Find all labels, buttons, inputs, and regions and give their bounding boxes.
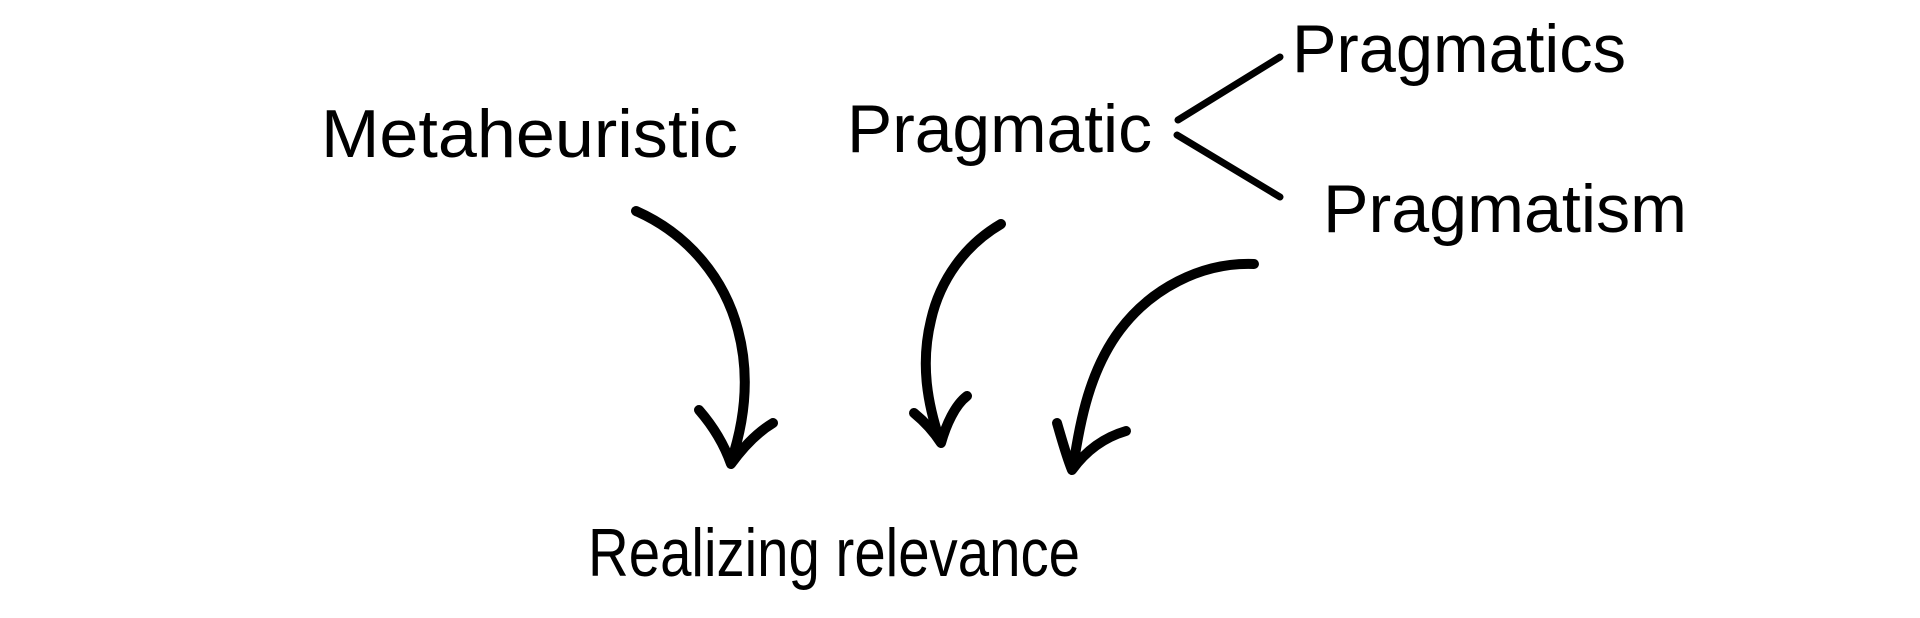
node-realizing-relevance: Realizing relevance bbox=[588, 515, 1080, 591]
branch-line-to-pragmatism bbox=[1173, 131, 1284, 201]
arrowhead-icon bbox=[694, 405, 778, 469]
arrowhead-icon bbox=[909, 391, 972, 448]
arrowhead-icon bbox=[1052, 418, 1131, 475]
arrow-metaheuristic-to-realizing-relevance bbox=[631, 206, 778, 469]
arrow-shaft bbox=[631, 206, 750, 467]
branch-line-to-pragmatics bbox=[1174, 53, 1284, 124]
node-pragmatics: Pragmatics bbox=[1292, 11, 1626, 87]
arrow-pragmatism-to-realizing-relevance bbox=[1052, 258, 1259, 475]
node-metaheuristic: Metaheuristic bbox=[321, 96, 738, 172]
arrow-shaft bbox=[1068, 258, 1259, 473]
arrow-pragmatic-to-realizing-relevance bbox=[909, 219, 1006, 448]
node-pragmatic: Pragmatic bbox=[847, 91, 1152, 167]
arrow-shaft bbox=[920, 219, 1006, 446]
node-pragmatism: Pragmatism bbox=[1323, 171, 1687, 247]
